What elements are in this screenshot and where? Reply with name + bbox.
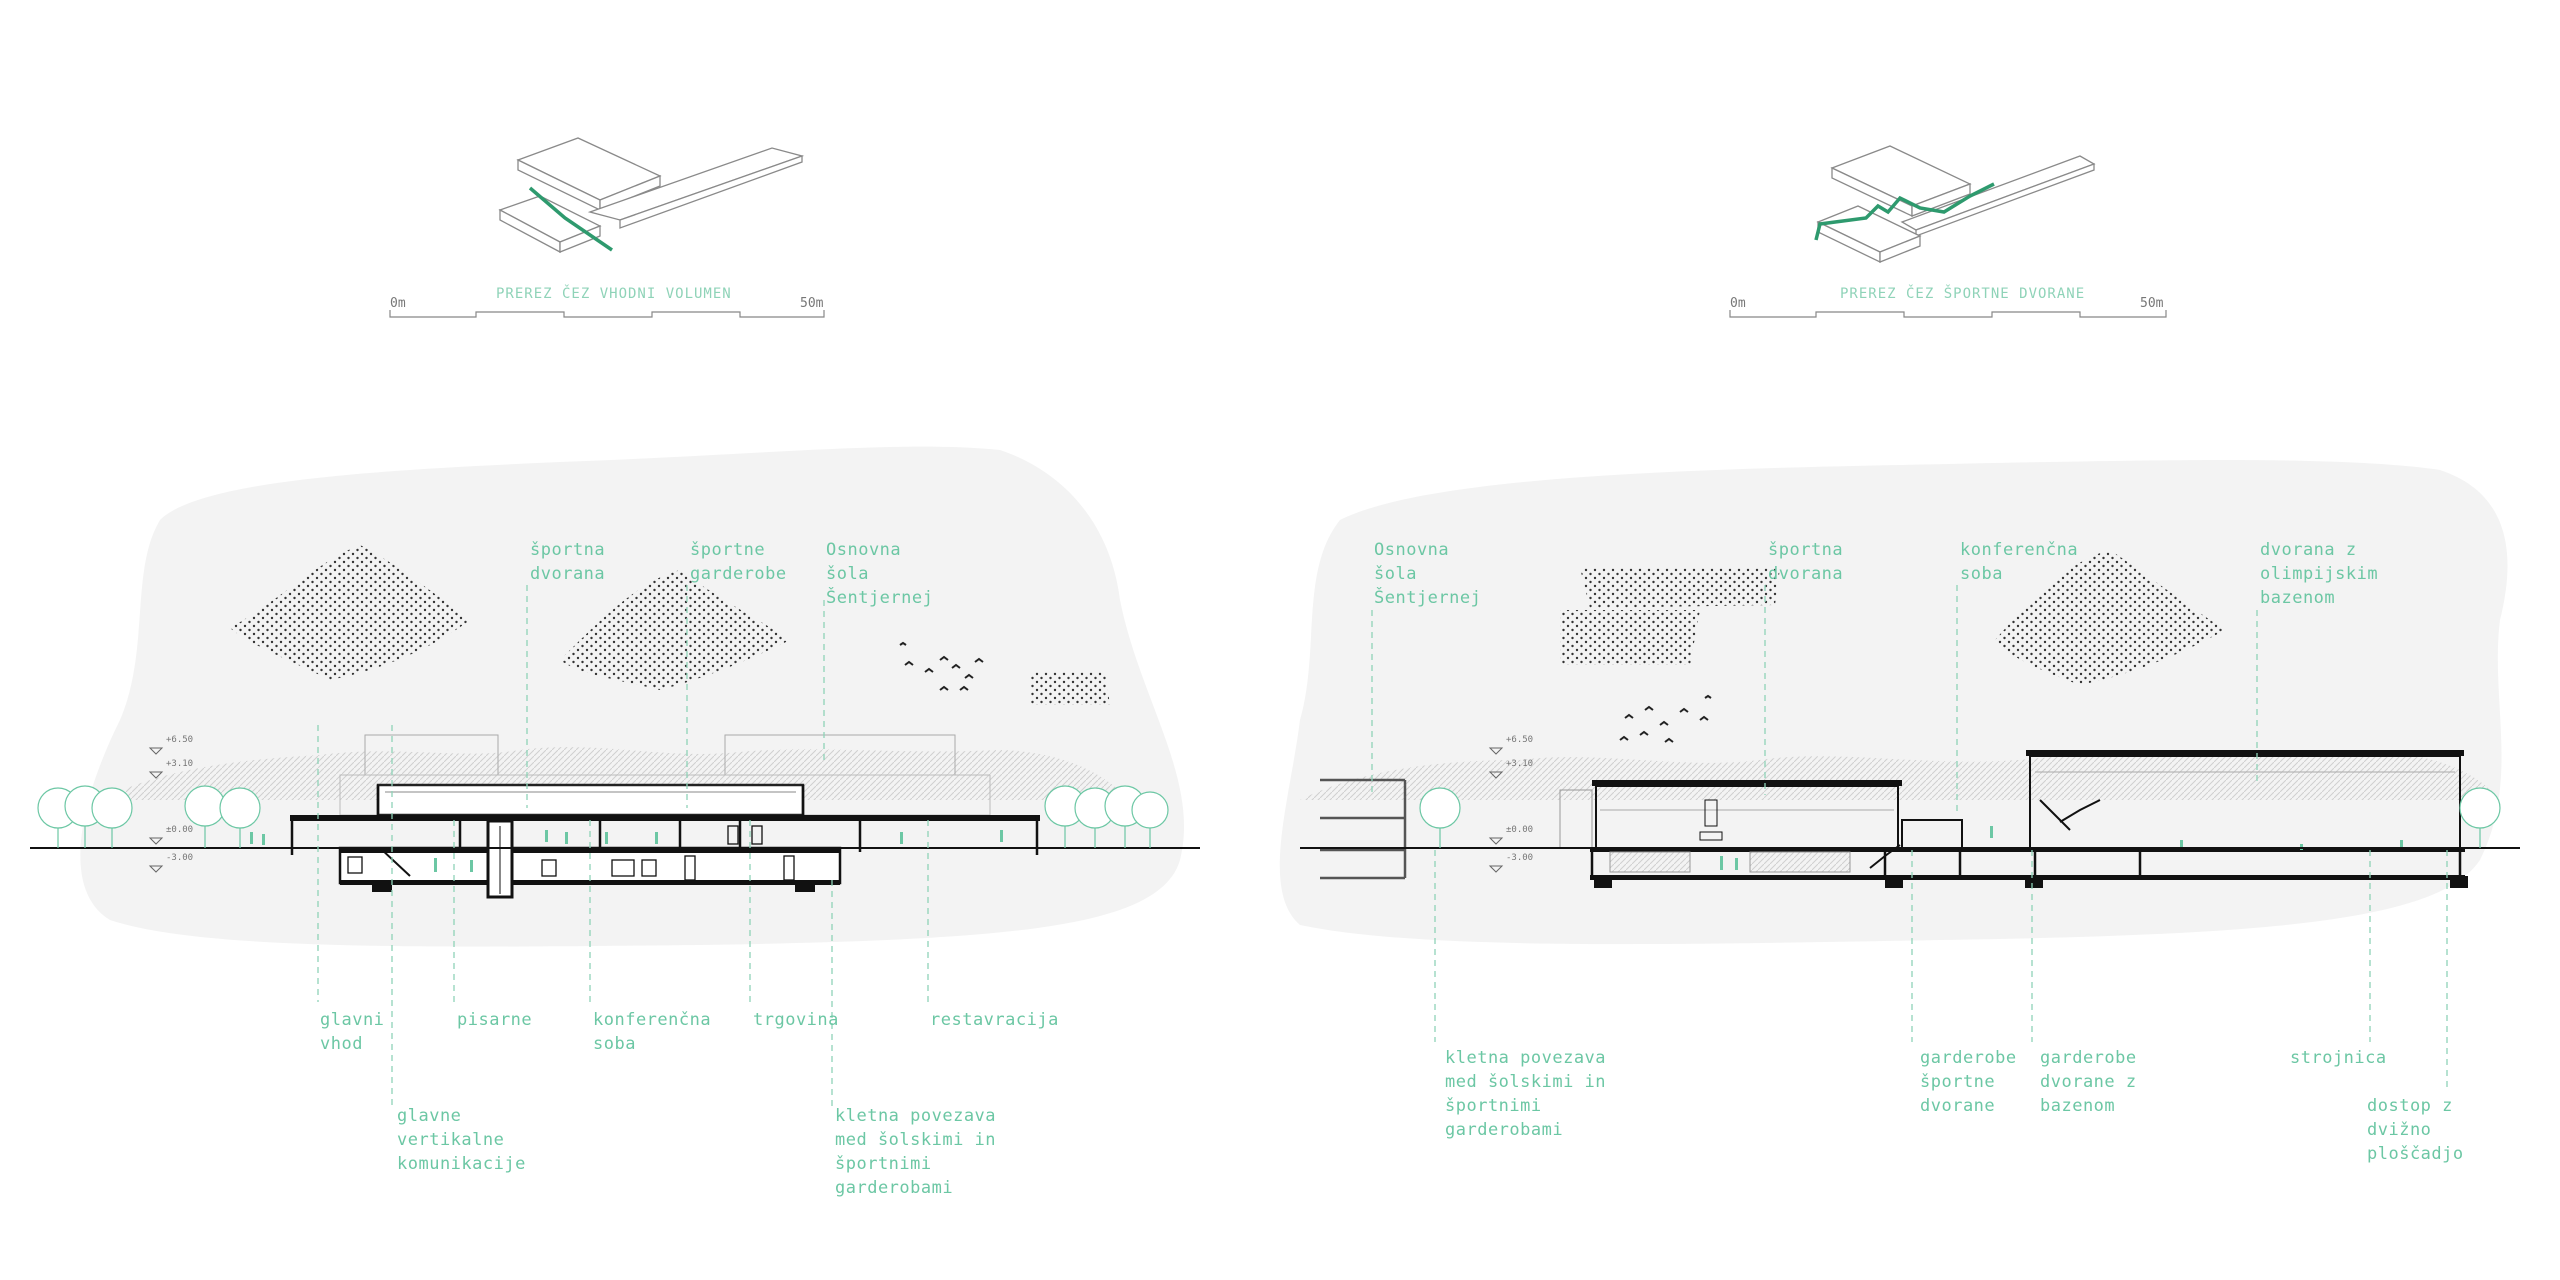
- label-dostop-z-dvizno-ploscadjo: dostop z dvižno ploščadjo: [2367, 1096, 2464, 1164]
- label-konferencna-soba-right: konferenčna soba: [1960, 540, 2079, 584]
- right-scale-end: 50m: [2140, 296, 2164, 311]
- label-strojnica: strojnica: [2290, 1048, 2387, 1068]
- label-kletna-povezava-left: kletna povezava med šolskimi in športnim…: [835, 1106, 997, 1198]
- left-level-1: +6.50: [166, 735, 194, 745]
- left-level-markers: [148, 747, 164, 873]
- right-level-1: +6.50: [1506, 735, 1534, 745]
- label-sportna-dvorana-right: športna dvorana: [1768, 540, 1844, 584]
- left-key-axonometric: [498, 137, 805, 254]
- label-osnovna-sola-right: Osnovna šola Šentjernej: [1374, 540, 1482, 608]
- right-level-markers: [1488, 747, 1504, 873]
- left-scale-bar: [389, 310, 825, 318]
- label-osnovna-sola: Osnovna šola Šentjernej: [826, 540, 934, 608]
- birds: [899, 641, 1712, 743]
- right-level-3: ±0.00: [1506, 825, 1534, 835]
- label-pisarne: pisarne: [457, 1010, 533, 1030]
- left-scale-start: 0m: [390, 296, 406, 311]
- label-glavne-vertikalne-komunikacije: glavne vertikalne komunikacije: [397, 1106, 526, 1174]
- label-dvorana-z-bazenom: dvorana z olimpijskim bazenom: [2260, 540, 2379, 608]
- right-scale-start: 0m: [1730, 296, 1746, 311]
- label-restavracija: restavracija: [930, 1010, 1059, 1030]
- right-fog-background: [1279, 460, 2508, 945]
- label-kletna-povezava-right: kletna povezava med šolskimi in športnim…: [1445, 1048, 1607, 1140]
- right-building-section: [1300, 750, 2520, 888]
- label-glavni-vhod: glavni vhod: [320, 1010, 385, 1054]
- right-scale-bar: [1729, 310, 2167, 318]
- right-level-2: +3.10: [1506, 759, 1534, 769]
- label-sportna-dvorana: športna dvorana: [530, 540, 606, 584]
- label-sportne-garderobe: športne garderobe: [690, 540, 787, 584]
- dot-clouds: [230, 545, 2225, 705]
- leader-lines: [317, 585, 2448, 1110]
- label-konferencna-soba: konferenčna soba: [593, 1010, 712, 1054]
- label-garderobe-dvorane-z-bazenom: garderobe dvorane z bazenom: [2040, 1048, 2137, 1116]
- left-level-3: ±0.00: [166, 825, 194, 835]
- left-scale-end: 50m: [800, 296, 824, 311]
- label-trgovina: trgovina: [753, 1010, 839, 1030]
- left-distant-hills: [100, 747, 1130, 800]
- right-section-caption: PREREZ ČEZ ŠPORTNE DVORANE: [1840, 286, 2086, 302]
- left-level-4: -3.00: [166, 853, 194, 863]
- right-distant-hills: [1300, 752, 2500, 800]
- right-key-axonometric: [1814, 145, 2096, 264]
- right-level-4: -3.00: [1506, 853, 1534, 863]
- left-level-2: +3.10: [166, 759, 194, 769]
- label-garderobe-sportne-dvorane: garderobe športne dvorane: [1920, 1048, 2017, 1116]
- left-section-caption: PREREZ ČEZ VHODNI VOLUMEN: [496, 286, 732, 302]
